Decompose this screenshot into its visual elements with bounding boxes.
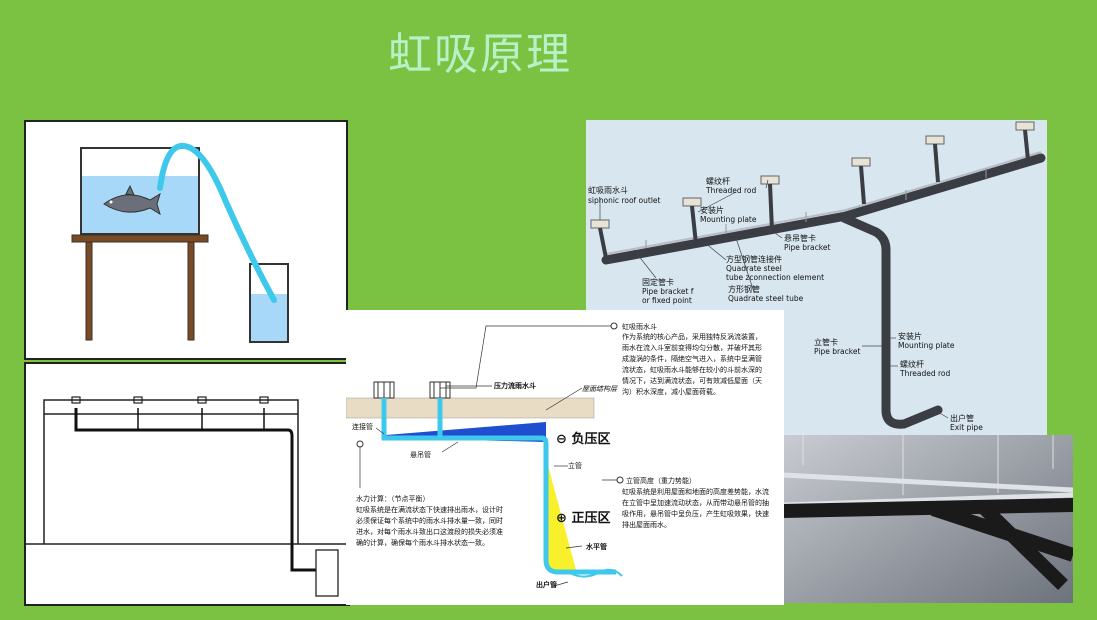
building-drainage-drawing	[24, 362, 350, 606]
positive-zone-label: ⊕ 正压区	[556, 511, 611, 526]
negative-zone-label: ⊖ 负压区	[556, 432, 611, 447]
suspended-label: 悬吊管	[410, 451, 431, 459]
roof-structure-layer	[346, 397, 595, 419]
inspection-well	[315, 549, 339, 597]
pipe-bracket-en: Pipe bracket	[784, 243, 831, 252]
leader-lines	[599, 179, 949, 419]
outlet-title: 虹吸雨水斗	[622, 323, 657, 331]
siphonic-outlet-en: siphonic roof outlet	[588, 196, 661, 205]
table-top	[71, 234, 209, 243]
positive-pressure-fill	[546, 458, 576, 570]
exit-pipe-en: Exit pipe	[950, 423, 983, 432]
fixed-bracket-en2: or fixed point	[642, 296, 692, 305]
siphon-pipe	[381, 398, 616, 575]
roof-outlets	[71, 396, 269, 404]
pressure-outlet-icons	[373, 381, 451, 399]
hanger-rods	[645, 168, 987, 248]
building-drawing	[26, 396, 348, 597]
horizontal-label: 水平管	[586, 542, 607, 551]
siphon-principle-diagram: 压力流雨水斗 屋面结构层 连接管 悬吊管 ⊖ 负压区 ⊕ 正压区 立管 水平管 …	[346, 310, 784, 605]
height-description: 虹吸系统是利用屋面和地面的高度差势能，水流 在立管中呈加速流动状态，从而带动悬吊…	[622, 488, 769, 529]
table-leg-left	[85, 241, 93, 341]
threaded-rod-r-en: Threaded rod	[900, 369, 951, 378]
photo-drawing	[783, 435, 1073, 603]
calc-title: 水力计算：（节点平衡）	[356, 495, 430, 503]
installed-pipe-photo	[783, 435, 1073, 603]
minus-icon: ⊖	[556, 432, 567, 447]
hanger-rods-photo	[802, 435, 1054, 495]
connector-label: 连接管	[352, 423, 373, 431]
fixed-bracket-cn: 固定管卡	[642, 278, 674, 287]
roof-layer-label: 屋面结构层	[582, 385, 617, 393]
fixed-bracket-en1: Pipe bracket f	[642, 287, 694, 296]
threaded-rod-r-cn: 螺纹杆	[900, 360, 924, 369]
system-drawing	[590, 121, 1046, 429]
roof-slab	[43, 399, 299, 415]
riser-pipe	[839, 213, 943, 429]
quadrate-tube-cn: 方形钢管	[728, 285, 760, 294]
main-pipe-photo	[783, 498, 1073, 518]
principle-drawing	[346, 322, 624, 587]
threaded-rod-en: Threaded rod	[706, 186, 757, 195]
downpipes	[598, 129, 1030, 259]
riser-label: 立管	[568, 462, 582, 470]
quadrate-tube-en: Quadrate steel tube	[728, 294, 804, 303]
siphon-tank-illustration	[24, 120, 348, 360]
pipe-bracket-cn: 悬吊管卡	[784, 234, 816, 243]
table-leg-right	[187, 241, 195, 341]
riser-bracket-en: Pipe bracket	[814, 347, 861, 356]
shark-icon	[103, 184, 161, 216]
bucket-water	[251, 294, 287, 341]
tank-drawing	[71, 143, 289, 343]
height-title: 立管高度（重力势能）	[626, 477, 696, 485]
mounting-plate-en: Mounting plate	[700, 215, 757, 224]
pressure-outlet-label: 压力流雨水斗	[494, 381, 536, 390]
water-wave	[571, 568, 623, 578]
mounting-plate-r-en: Mounting plate	[898, 341, 955, 350]
roof-outlet-icons	[590, 121, 1035, 229]
quadrate-conn-en1: Quadrate steel	[726, 264, 782, 273]
siphon-pipe-path	[74, 408, 326, 572]
mounting-plate-cn: 安装片	[700, 206, 724, 215]
siphonic-outlet-cn: 虹吸雨水斗	[588, 186, 628, 195]
mounting-plate-r-cn: 安装片	[898, 332, 922, 341]
quadrate-conn-en2: tube zconnection element	[726, 273, 825, 282]
steel-channel	[783, 472, 1073, 493]
outlet-description: 作为系统的核心产品，采用独特反涡流装置， 雨水在流入斗室前变得均匀分散，并破坏其…	[622, 333, 762, 396]
exit-label: 出户管	[536, 580, 557, 589]
plus-icon: ⊕	[556, 511, 567, 526]
threaded-rod-cn: 螺纹杆	[706, 177, 730, 186]
calc-description: 虹吸系统是在满流状态下快速排出雨水，设计时 必须保证每个系统中的雨水斗排水量一致…	[356, 506, 503, 547]
riser-bracket-cn: 立管卡	[814, 338, 838, 347]
siphon-tube	[157, 143, 277, 303]
principle-leaders	[359, 325, 620, 587]
exit-pipe-cn: 出户管	[950, 414, 974, 423]
steel-tube	[605, 151, 1042, 255]
page-title: 虹吸原理	[388, 29, 572, 80]
quadrate-conn-cn: 方型钢管连接件	[726, 255, 782, 264]
